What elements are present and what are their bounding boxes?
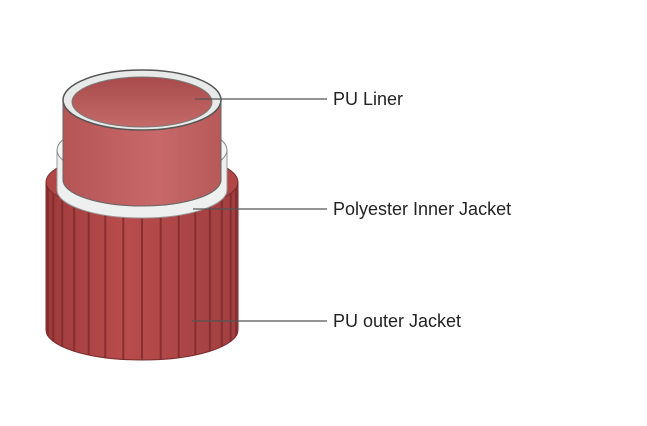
label-pu-liner: PU Liner (333, 89, 404, 109)
label-polyester-inner-jacket: Polyester Inner Jacket (333, 199, 512, 219)
pu-liner (62, 69, 222, 207)
label-pu-outer-jacket: PU outer Jacket (333, 311, 462, 331)
